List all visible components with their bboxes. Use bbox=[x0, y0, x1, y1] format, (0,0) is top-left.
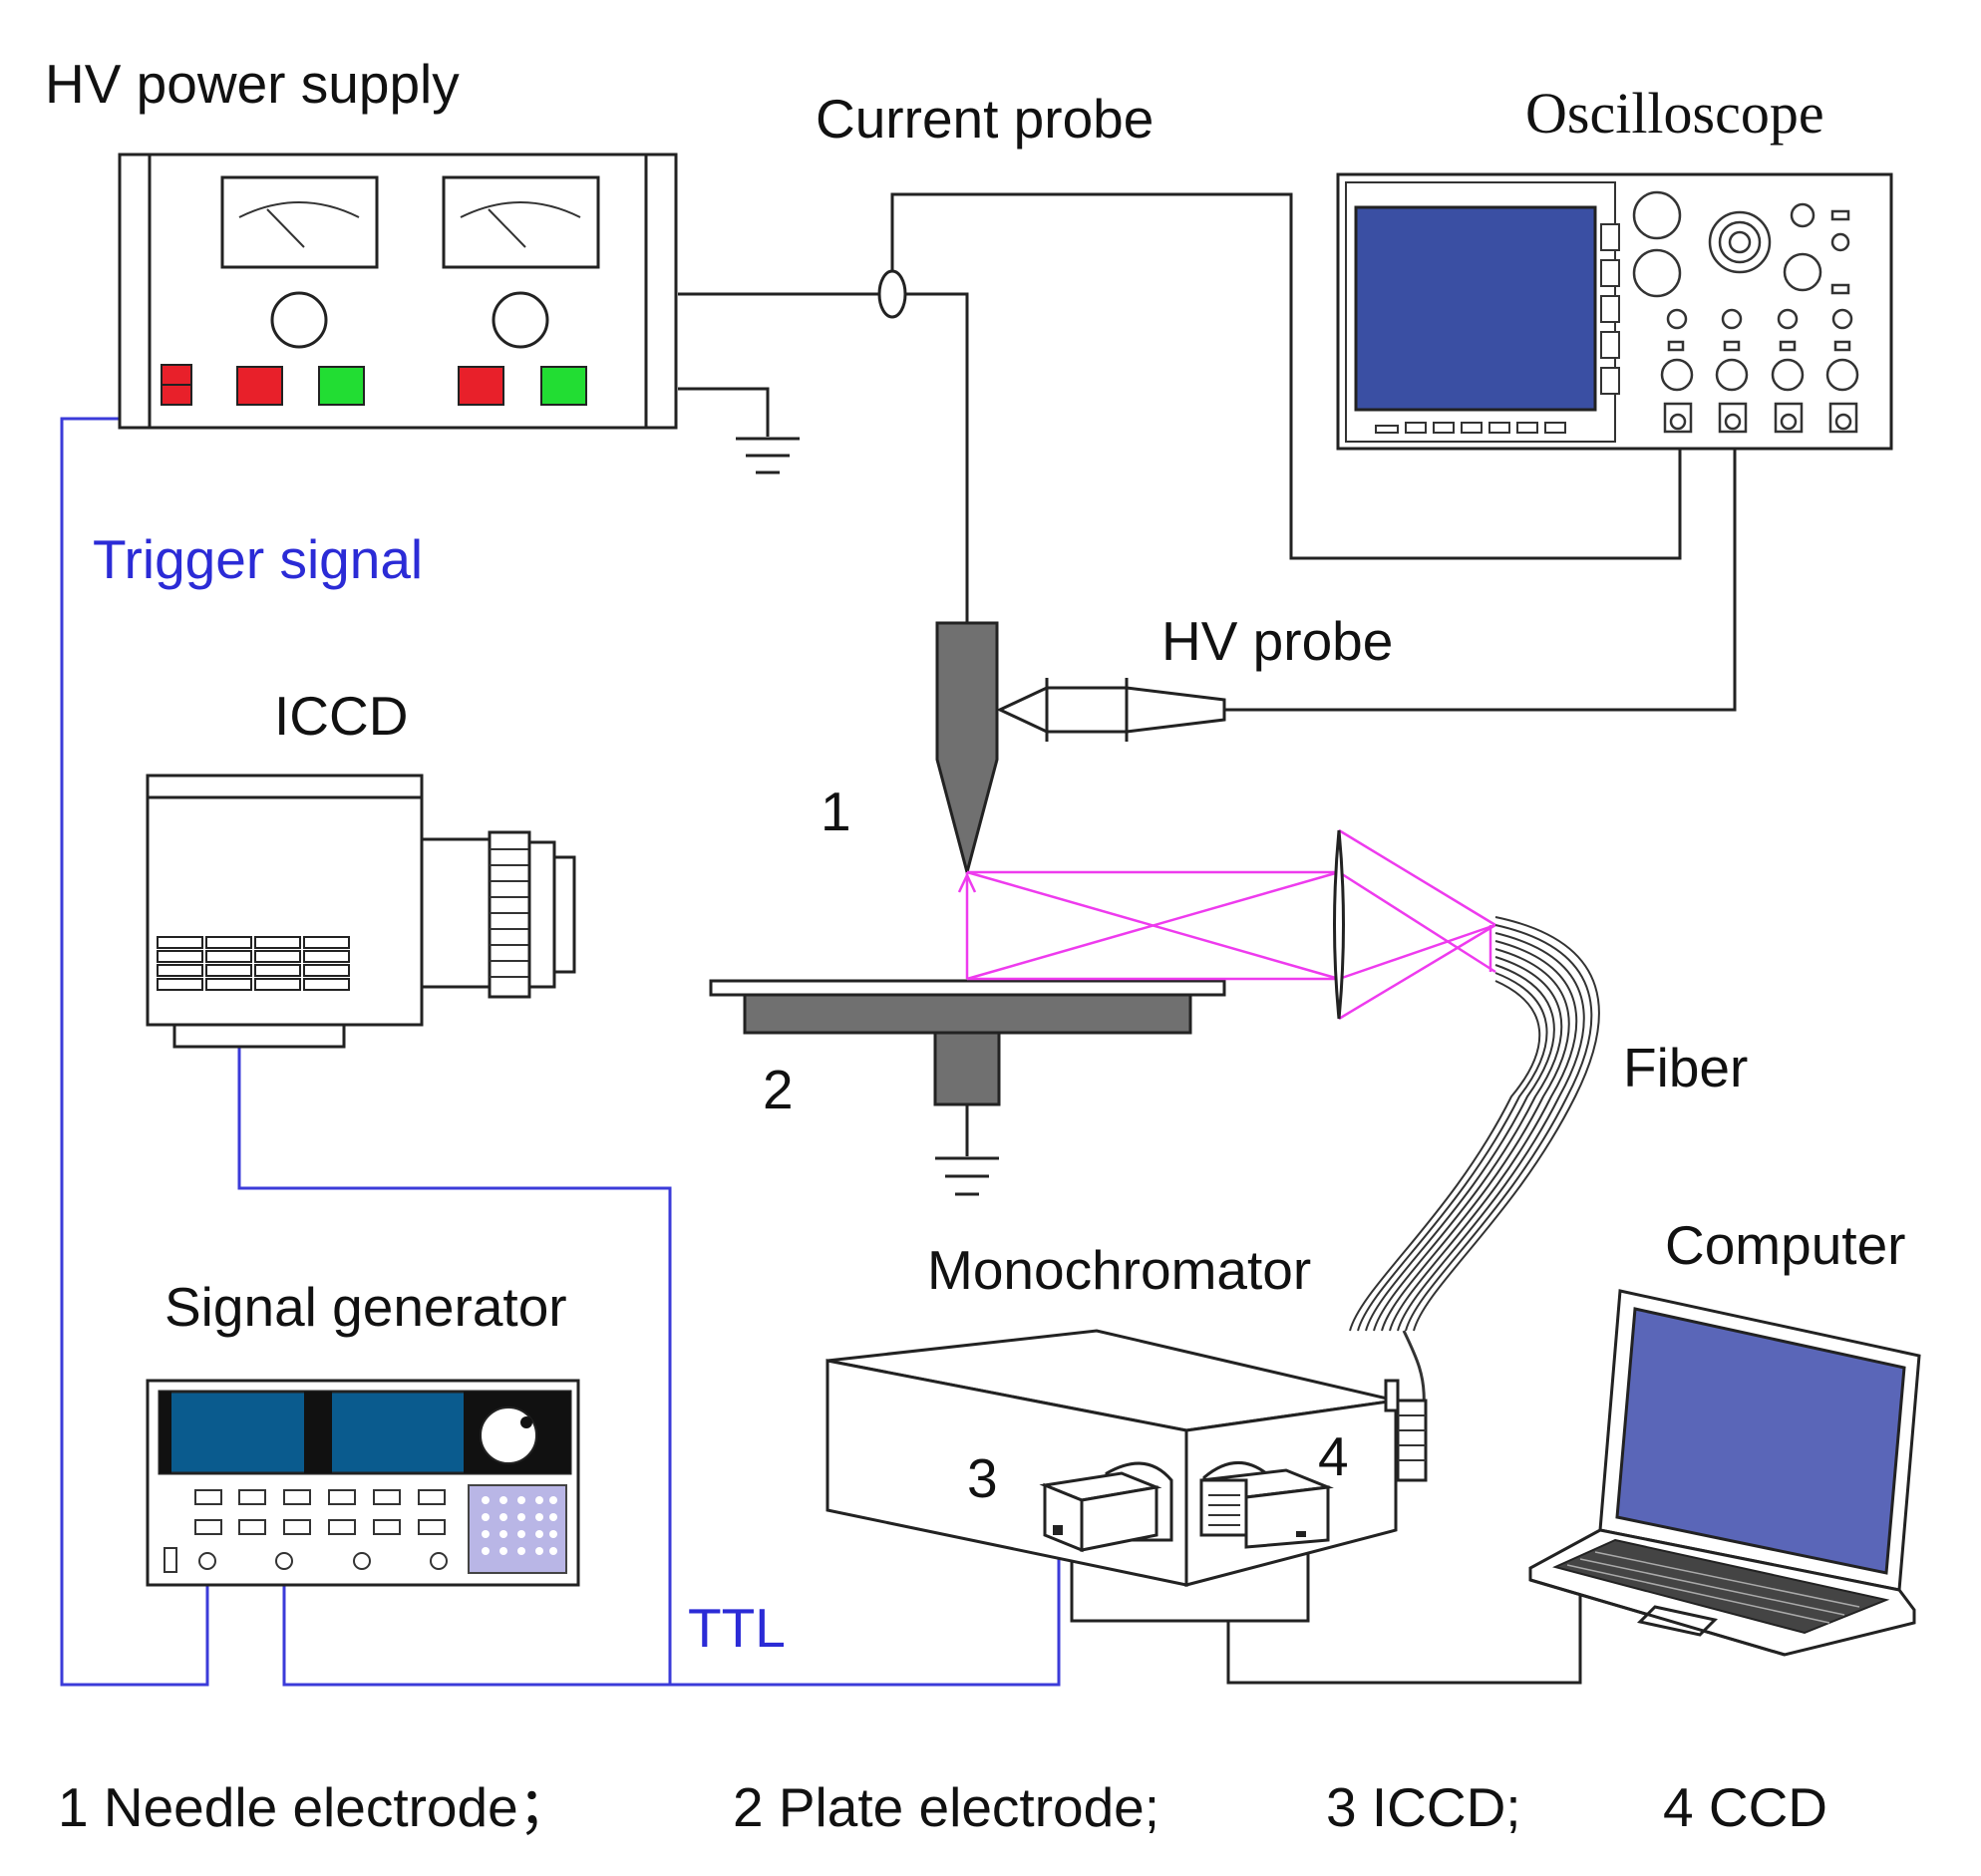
label-number-4: 4 bbox=[1318, 1425, 1349, 1487]
red-button-2 bbox=[458, 366, 504, 406]
monochromator bbox=[825, 1329, 1428, 1587]
iccd-camera bbox=[146, 774, 576, 1049]
green-button-1 bbox=[318, 366, 365, 406]
label-current-probe: Current probe bbox=[816, 88, 1154, 150]
green-button-2 bbox=[540, 366, 587, 406]
optical-path bbox=[957, 828, 1496, 1021]
legend-item-3: 3 ICCD; bbox=[1326, 1776, 1521, 1838]
legend-item-4: 4 CCD bbox=[1663, 1776, 1827, 1838]
hv-power-supply bbox=[118, 153, 678, 430]
knob-left bbox=[270, 291, 328, 349]
legend-item-2: 2 Plate electrode; bbox=[733, 1776, 1159, 1838]
legend: 1 Needle electrode； 2 Plate electrode; 3… bbox=[58, 1776, 1827, 1838]
fiber-coupler bbox=[1384, 1379, 1428, 1482]
label-hv-power-supply: HV power supply bbox=[45, 53, 460, 115]
needle-electrode bbox=[935, 621, 999, 878]
ground-icon bbox=[935, 1156, 999, 1196]
label-computer: Computer bbox=[1665, 1214, 1905, 1276]
signal-generator bbox=[146, 1379, 580, 1587]
laptop-computer bbox=[1528, 1289, 1921, 1657]
label-number-2: 2 bbox=[763, 1059, 794, 1120]
oscilloscope bbox=[1336, 172, 1893, 451]
label-fiber: Fiber bbox=[1623, 1037, 1748, 1098]
hv-probe bbox=[996, 678, 1226, 742]
trigger-wiring bbox=[60, 417, 1061, 1687]
label-number-1: 1 bbox=[821, 781, 851, 842]
current-probe-ring bbox=[877, 269, 907, 319]
laptop-screen bbox=[1615, 1307, 1906, 1575]
analog-meter-right bbox=[442, 175, 600, 269]
plate-electrode bbox=[709, 979, 1226, 1106]
generator-dial bbox=[480, 1407, 537, 1464]
label-iccd: ICCD bbox=[274, 685, 408, 747]
label-ttl: TTL bbox=[688, 1597, 786, 1659]
legend-item-1: 1 Needle electrode； bbox=[58, 1776, 573, 1838]
red-button-1 bbox=[236, 366, 283, 406]
fiber-bundle bbox=[1349, 916, 1600, 1407]
label-signal-generator: Signal generator bbox=[165, 1276, 567, 1338]
black-wiring bbox=[678, 192, 1737, 1685]
knob-right bbox=[492, 291, 549, 349]
oscilloscope-screen bbox=[1354, 205, 1597, 412]
iccd-detector bbox=[1039, 1461, 1173, 1553]
ground-icon bbox=[736, 437, 800, 474]
label-trigger-signal: Trigger signal bbox=[93, 528, 423, 590]
focusing-lens bbox=[1333, 829, 1345, 1020]
ccd-detector bbox=[1199, 1460, 1334, 1549]
iccd-vent-grill bbox=[157, 936, 350, 991]
analog-meter-left bbox=[220, 175, 379, 269]
label-number-3: 3 bbox=[967, 1447, 998, 1509]
laptop-keyboard bbox=[1552, 1538, 1890, 1635]
switch-icon bbox=[161, 364, 192, 406]
label-monochromator: Monochromator bbox=[927, 1239, 1311, 1301]
label-oscilloscope: Oscilloscope bbox=[1525, 81, 1824, 146]
label-hv-probe: HV probe bbox=[1161, 610, 1393, 672]
